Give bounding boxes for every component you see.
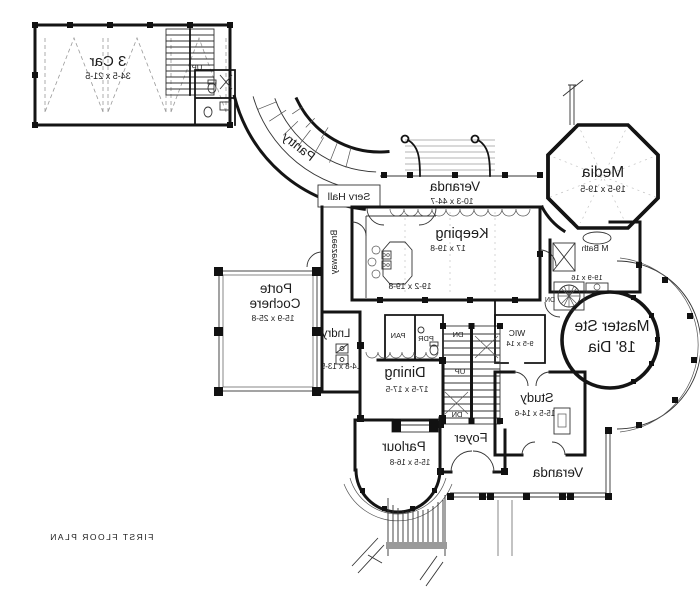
- laundry-room: Lndry 14-8 x 13-5: [320, 310, 362, 422]
- stair-dn-top-label: DN: [453, 330, 464, 339]
- study-dims: 15-5 x 14-6: [514, 409, 555, 418]
- dining-dims: 17-5 x 17-5: [385, 384, 428, 394]
- media-label: Media: [582, 164, 625, 181]
- garage-dims: 34-5 x 21-5: [85, 71, 131, 81]
- study-room: Study 15-5 x 14-6: [493, 370, 587, 457]
- pdr-label: PDR: [418, 334, 434, 343]
- parlour-room: Parlour 15-5 x 16-8: [343, 418, 453, 587]
- garage-wall-posts: [32, 22, 233, 128]
- keeping-beams: [404, 212, 496, 296]
- laundry-machines: [335, 343, 349, 365]
- stair-landing: [386, 542, 447, 549]
- breezeway: Breezeway: [306, 205, 367, 394]
- entry-steps: [343, 477, 453, 587]
- keeping-label: Keeping: [435, 226, 488, 242]
- pantry-gallery: Pantry Serv Hall: [232, 94, 390, 211]
- veranda-top-dims: 10-3 x 44-7: [430, 196, 473, 206]
- media-ceiling-rays: [547, 124, 659, 229]
- parlour-label: Parlour: [382, 439, 426, 454]
- porte-cochere: Porte Cochere 15-9 x 25-8: [214, 267, 321, 396]
- foyer: Foyer: [437, 416, 508, 475]
- breezeway-label: Breezeway: [329, 230, 339, 275]
- master-veranda-posts: [636, 262, 697, 428]
- media-dims: 19-5 x 19-5: [580, 184, 626, 194]
- porte-label-2: Cochere: [249, 296, 300, 311]
- stair-dn-bottom-label: DN: [452, 410, 463, 419]
- veranda-bottom-label: Veranda: [532, 465, 583, 480]
- master-bath: M Bath 19-9 x 16: [548, 220, 642, 294]
- veranda-bottom: Veranda: [447, 427, 612, 556]
- mud-rooms: [194, 69, 236, 126]
- parlour-bay-posts: [360, 488, 437, 511]
- serv-hall-label: Serv Hall: [328, 191, 371, 203]
- laundry-dims: 14-8 x 13-5: [320, 362, 361, 371]
- master-label: Master Ste: [575, 318, 650, 335]
- veranda-bottom-posts: [447, 427, 612, 500]
- porte-posts: [214, 267, 321, 396]
- mbath-dims: 19-9 x 16: [571, 273, 602, 282]
- dining-label: Dining: [384, 365, 425, 381]
- porte-label-1: Porte: [260, 281, 292, 296]
- garage-bay-marks: [44, 36, 227, 113]
- veranda-top-posts: [381, 172, 543, 178]
- veranda-top-label: Veranda: [429, 179, 480, 194]
- stair-up-label: UP: [455, 367, 465, 376]
- pan-label: PAN: [391, 331, 406, 340]
- media-room: Media 19-5 x 19-5: [539, 79, 660, 234]
- pantry-shelf-ticks: [257, 101, 352, 168]
- laundry-label: Lndry: [321, 328, 350, 340]
- spiral-stair: DN: [545, 281, 585, 311]
- garage-stair: UP: [165, 28, 215, 96]
- wic-dims: 9-5 x 14: [506, 339, 533, 348]
- kitchen-area: 19-2 x 19-8: [365, 215, 436, 298]
- serv-hall-box: [317, 184, 381, 208]
- foyer-label: Foyer: [454, 430, 488, 445]
- keeping-dims: 17 x 19-8: [430, 243, 466, 253]
- keeping-wall-posts: [377, 251, 543, 303]
- pantry-label: Pantry: [279, 129, 318, 164]
- drawing-title: FIRST FLOOR PLAN: [49, 532, 154, 542]
- kitchen-dims: 19-2 x 19-8: [388, 281, 431, 291]
- study-label: Study: [520, 390, 554, 405]
- master-window-posts: [631, 295, 660, 384]
- parlour-dims: 15-5 x 16-8: [389, 458, 430, 467]
- garage-label: 3 Car: [90, 53, 127, 70]
- wic-room: WIC 9-5 x 14: [494, 314, 546, 364]
- keeping-room: Keeping 17 x 19-8 19-2 x 19-8: [350, 205, 557, 303]
- master-suite: Master Ste 18' Dia DN: [544, 257, 700, 433]
- garage-stair-up-label: UP: [192, 63, 202, 72]
- mbath-label: M Bath: [581, 243, 608, 253]
- spiral-dn-label: DN: [545, 297, 555, 304]
- porte-dims: 15-9 x 25-8: [251, 313, 294, 323]
- master-dims: 18' Dia: [588, 339, 636, 356]
- chimney-mark: [562, 79, 584, 125]
- garage-room: 3 Car 34-5 x 21-5 UP: [32, 22, 236, 128]
- dining-room: Dining 17-5 x 17-5: [357, 342, 446, 433]
- entry-stair-rails: [400, 134, 491, 177]
- veranda-top: Veranda 10-3 x 44-7: [350, 134, 544, 226]
- wic-label: WIC: [509, 328, 526, 338]
